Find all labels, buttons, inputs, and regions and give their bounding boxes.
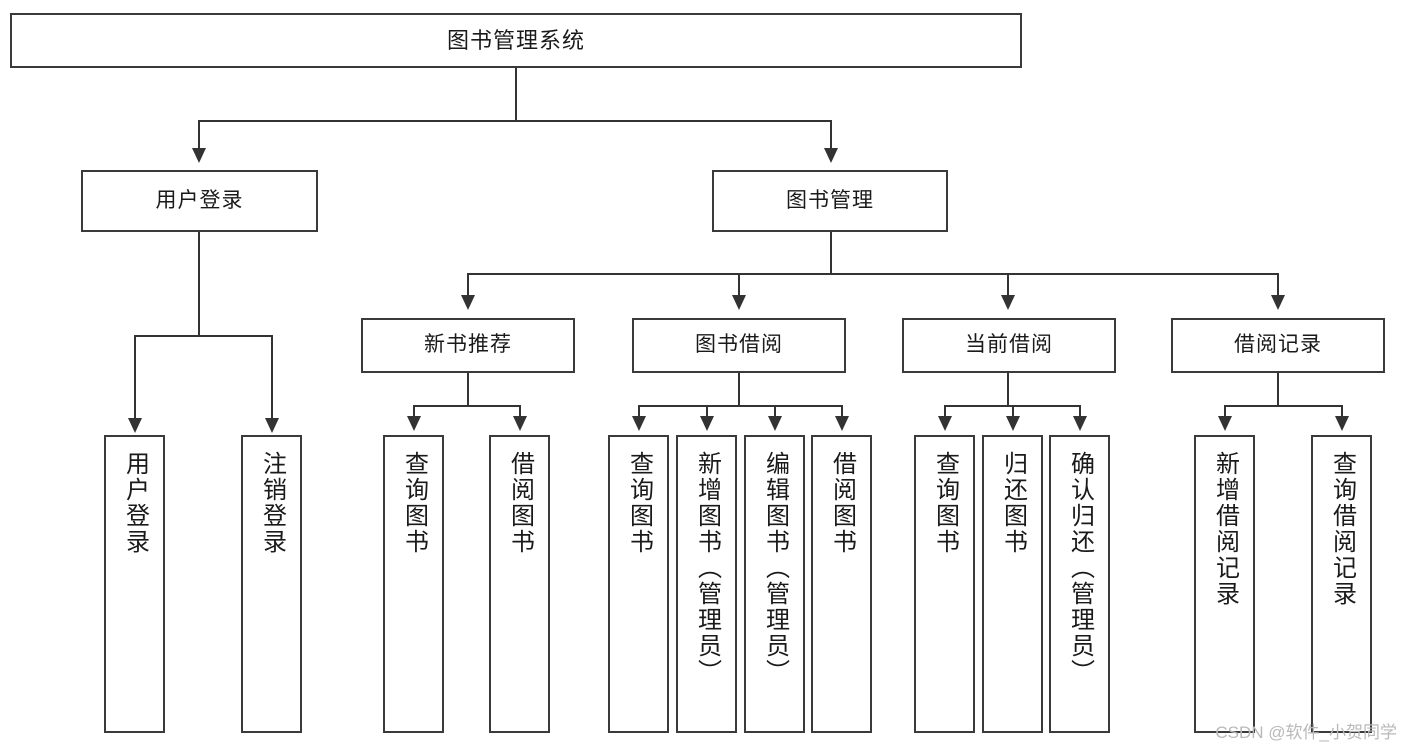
node-book-manage[interactable]: 图书管理 <box>712 170 948 232</box>
node-new-book-recommend[interactable]: 新书推荐 <box>361 318 575 373</box>
leaf-logout[interactable]: 注销登录 <box>241 435 302 733</box>
arrowhead-leaf-borrow-book-a <box>513 416 527 431</box>
node-user-login[interactable]: 用户登录 <box>81 170 318 232</box>
leaf-borrow-book-recommend[interactable]: 借阅图书 <box>489 435 550 733</box>
node-label: 查询图书 <box>625 451 653 555</box>
arrowhead-leaf-query-record <box>1335 416 1349 431</box>
connector-borrow-record-bus <box>1224 405 1342 407</box>
leaf-query-book-current[interactable]: 查询图书 <box>914 435 975 733</box>
node-label: 用户登录 <box>121 451 149 555</box>
node-label: 查询借阅记录 <box>1328 451 1356 607</box>
node-label: 新书推荐 <box>424 333 512 357</box>
connector-current-borrow-leaf-3 <box>1079 405 1081 418</box>
leaf-user-login[interactable]: 用户登录 <box>104 435 165 733</box>
arrowhead-leaf-query-book-b <box>632 416 646 431</box>
connector-current-borrow-leaf-2 <box>1012 405 1014 418</box>
connector-borrow-record-stem <box>1277 373 1279 406</box>
node-book-borrow[interactable]: 图书借阅 <box>632 318 846 373</box>
connector-book-manage-stem <box>830 232 832 274</box>
connector-new-book-stem <box>467 373 469 406</box>
node-label: 图书管理系统 <box>446 27 585 53</box>
node-current-borrow[interactable]: 当前借阅 <box>902 318 1116 373</box>
node-label: 借阅图书 <box>506 451 534 555</box>
connector-user-login-stem <box>198 232 200 336</box>
arrowhead-leaf-logout <box>265 418 279 433</box>
node-label: 新增图书（管理员） <box>693 451 721 685</box>
arrowhead-leaf-user-login <box>128 418 142 433</box>
node-label: 编辑图书（管理员） <box>761 451 789 685</box>
arrowhead-leaf-edit-book <box>768 416 782 431</box>
arrowhead-borrow-record <box>1271 295 1285 310</box>
connector-user-login-to-leaf-2 <box>271 335 273 420</box>
node-label: 查询图书 <box>931 451 959 555</box>
connector-new-book-leaf-2 <box>519 405 521 418</box>
node-label: 当前借阅 <box>965 333 1053 357</box>
connector-book-borrow-leaf-3 <box>774 405 776 418</box>
connector-new-book-bus <box>413 405 521 407</box>
arrowhead-leaf-add-record <box>1218 416 1232 431</box>
connector-book-borrow-leaf-1 <box>638 405 640 418</box>
node-root-library-system[interactable]: 图书管理系统 <box>10 13 1022 68</box>
node-borrow-record[interactable]: 借阅记录 <box>1171 318 1385 373</box>
node-label: 新增借阅记录 <box>1211 451 1239 607</box>
connector-to-book-borrow <box>738 273 740 297</box>
leaf-edit-book-admin[interactable]: 编辑图书（管理员） <box>744 435 805 733</box>
connector-user-login-to-leaf-1 <box>134 335 136 420</box>
connector-borrow-record-leaf-1 <box>1224 405 1226 418</box>
node-label: 归还图书 <box>999 451 1027 555</box>
connector-user-login-bus <box>134 335 272 337</box>
node-label: 借阅记录 <box>1234 333 1322 357</box>
connector-to-new-book <box>467 273 469 297</box>
connector-book-manage-bus <box>467 273 1279 275</box>
leaf-borrow-book[interactable]: 借阅图书 <box>811 435 872 733</box>
arrowhead-leaf-borrow-book-b <box>835 416 849 431</box>
leaf-query-book-borrow[interactable]: 查询图书 <box>608 435 669 733</box>
leaf-query-book-recommend[interactable]: 查询图书 <box>383 435 444 733</box>
node-label: 注销登录 <box>258 451 286 555</box>
arrowhead-book-borrow <box>732 295 746 310</box>
connector-to-borrow-record <box>1277 273 1279 297</box>
node-label: 借阅图书 <box>828 451 856 555</box>
connector-current-borrow-stem <box>1007 373 1009 406</box>
connector-book-borrow-bus <box>638 405 843 407</box>
node-label: 图书借阅 <box>695 333 783 357</box>
arrowhead-leaf-confirm-return <box>1073 416 1087 431</box>
connector-book-borrow-leaf-2 <box>706 405 708 418</box>
connector-book-borrow-stem <box>738 373 740 406</box>
connector-book-borrow-leaf-4 <box>841 405 843 418</box>
node-label: 确认归还（管理员） <box>1066 451 1094 685</box>
connector-root-to-user-login <box>198 120 200 150</box>
connector-current-borrow-leaf-1 <box>944 405 946 418</box>
connector-to-current-borrow <box>1007 273 1009 297</box>
arrowhead-current-borrow <box>1001 295 1015 310</box>
arrowhead-leaf-query-book-a <box>407 416 421 431</box>
leaf-confirm-return-admin[interactable]: 确认归还（管理员） <box>1049 435 1110 733</box>
connector-borrow-record-leaf-2 <box>1341 405 1343 418</box>
leaf-return-book[interactable]: 归还图书 <box>982 435 1043 733</box>
connector-root-stem <box>515 68 517 121</box>
arrowhead-leaf-query-book-c <box>938 416 952 431</box>
arrowhead-book-manage <box>824 148 838 163</box>
arrowhead-new-book-recommend <box>461 295 475 310</box>
leaf-add-borrow-record[interactable]: 新增借阅记录 <box>1194 435 1255 733</box>
node-label: 图书管理 <box>786 188 874 212</box>
node-label: 用户登录 <box>155 188 244 212</box>
leaf-add-book-admin[interactable]: 新增图书（管理员） <box>676 435 737 733</box>
leaf-query-borrow-record[interactable]: 查询借阅记录 <box>1311 435 1372 733</box>
arrowhead-leaf-return-book <box>1006 416 1020 431</box>
connector-root-bus <box>198 120 832 122</box>
connector-root-to-book-manage <box>830 120 832 150</box>
arrowhead-leaf-add-book <box>700 416 714 431</box>
node-label: 查询图书 <box>400 451 428 555</box>
arrowhead-user-login <box>192 148 206 163</box>
connector-new-book-leaf-1 <box>413 405 415 418</box>
